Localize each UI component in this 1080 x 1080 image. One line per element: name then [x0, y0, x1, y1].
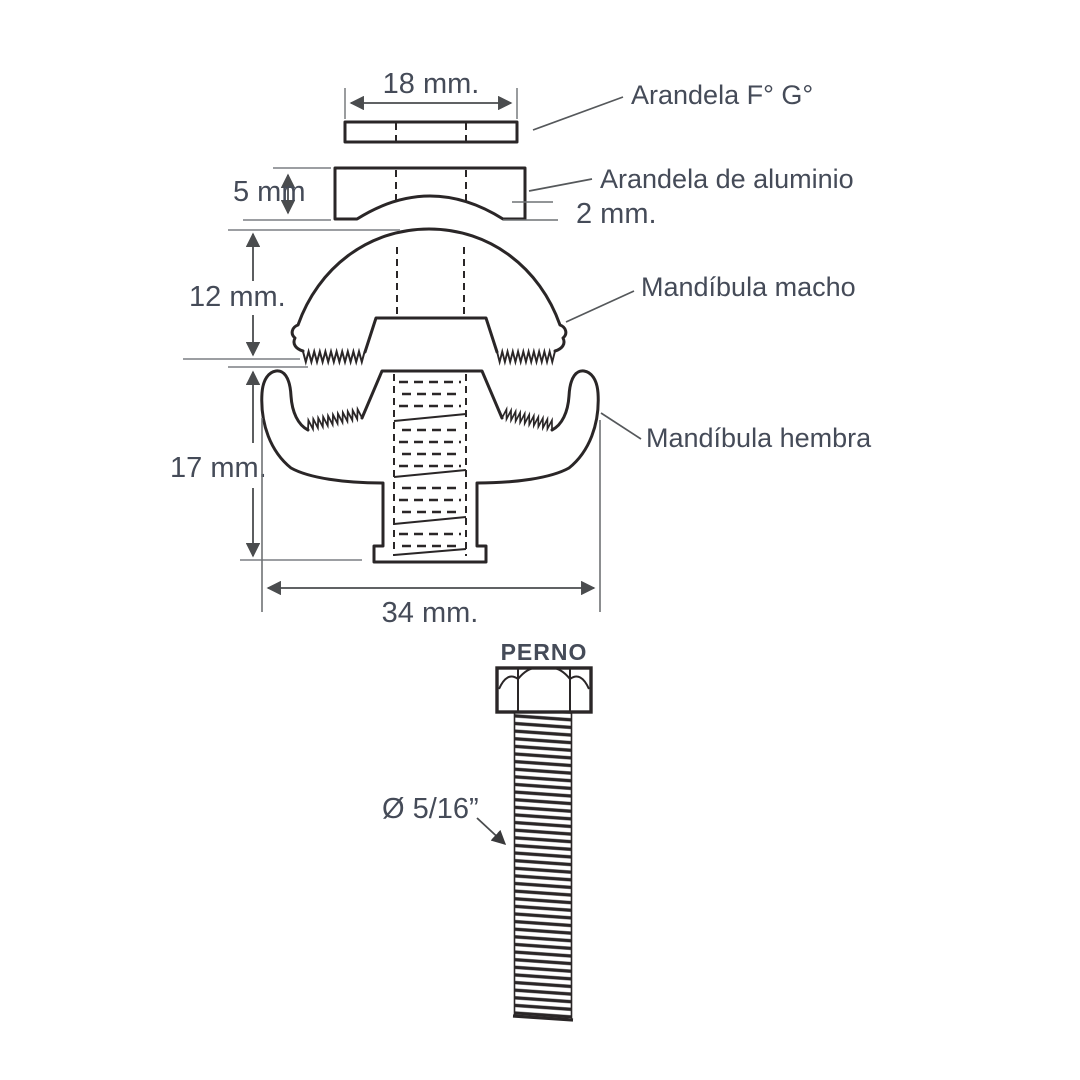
bolt-shank: [512, 712, 574, 1022]
jaw-female-thread-boss: [393, 374, 467, 556]
jaw-female-body: [260, 369, 600, 564]
label-jaw-male: Mandíbula macho: [641, 272, 856, 302]
leader-jaw-female: [600, 412, 642, 440]
dim-text-34mm: 34 mm.: [382, 597, 479, 629]
jaw-female-teeth-right: [501, 407, 556, 431]
dim-text-17mm: 17 mm.: [170, 452, 267, 484]
jaw-female-teeth-left: [305, 407, 364, 431]
dim-text-12mm: 12 mm.: [189, 281, 286, 313]
leader-washer-fg: [532, 96, 624, 131]
label-bolt: PERNO: [501, 639, 588, 665]
jaw-female-seat: [360, 369, 504, 420]
washer-fg-body: [343, 120, 519, 144]
dim-text-5mm: 5 mm: [233, 176, 306, 208]
bolt-hex-head: [495, 666, 593, 714]
jaw-male-teeth-left: [302, 350, 366, 363]
jaw-male-dome: [290, 227, 568, 353]
washer-aluminum-body: [333, 166, 527, 221]
label-washer-fg: Arandela F° G°: [631, 80, 813, 110]
washer-aluminum-part: 5 mm Arandela de aluminio 2 mm.: [233, 164, 854, 230]
washer-fg-part: 18 mm. Arandela F° G°: [343, 68, 813, 144]
dim-text-2mm: 2 mm.: [576, 198, 657, 230]
jaw-female-part: 17 mm. 34 mm. Mandíbula hembra: [170, 366, 872, 629]
jaw-male-teeth-right: [496, 350, 556, 363]
leader-jaw-male: [565, 290, 635, 323]
jaw-male-part: 12 mm. Mandíbula macho: [183, 227, 856, 363]
dim-text-18mm: 18 mm.: [383, 68, 480, 100]
leader-washer-aluminum: [528, 178, 593, 192]
jaw-male-seat: [363, 316, 499, 354]
label-jaw-female: Mandíbula hembra: [646, 423, 872, 453]
label-washer-aluminum: Arandela de aluminio: [600, 164, 854, 194]
bolt-part: PERNO Ø 5/16”: [382, 639, 593, 1022]
arrow-bolt-diameter: [476, 817, 507, 845]
dim-text-bolt-diameter: Ø 5/16”: [382, 793, 479, 825]
